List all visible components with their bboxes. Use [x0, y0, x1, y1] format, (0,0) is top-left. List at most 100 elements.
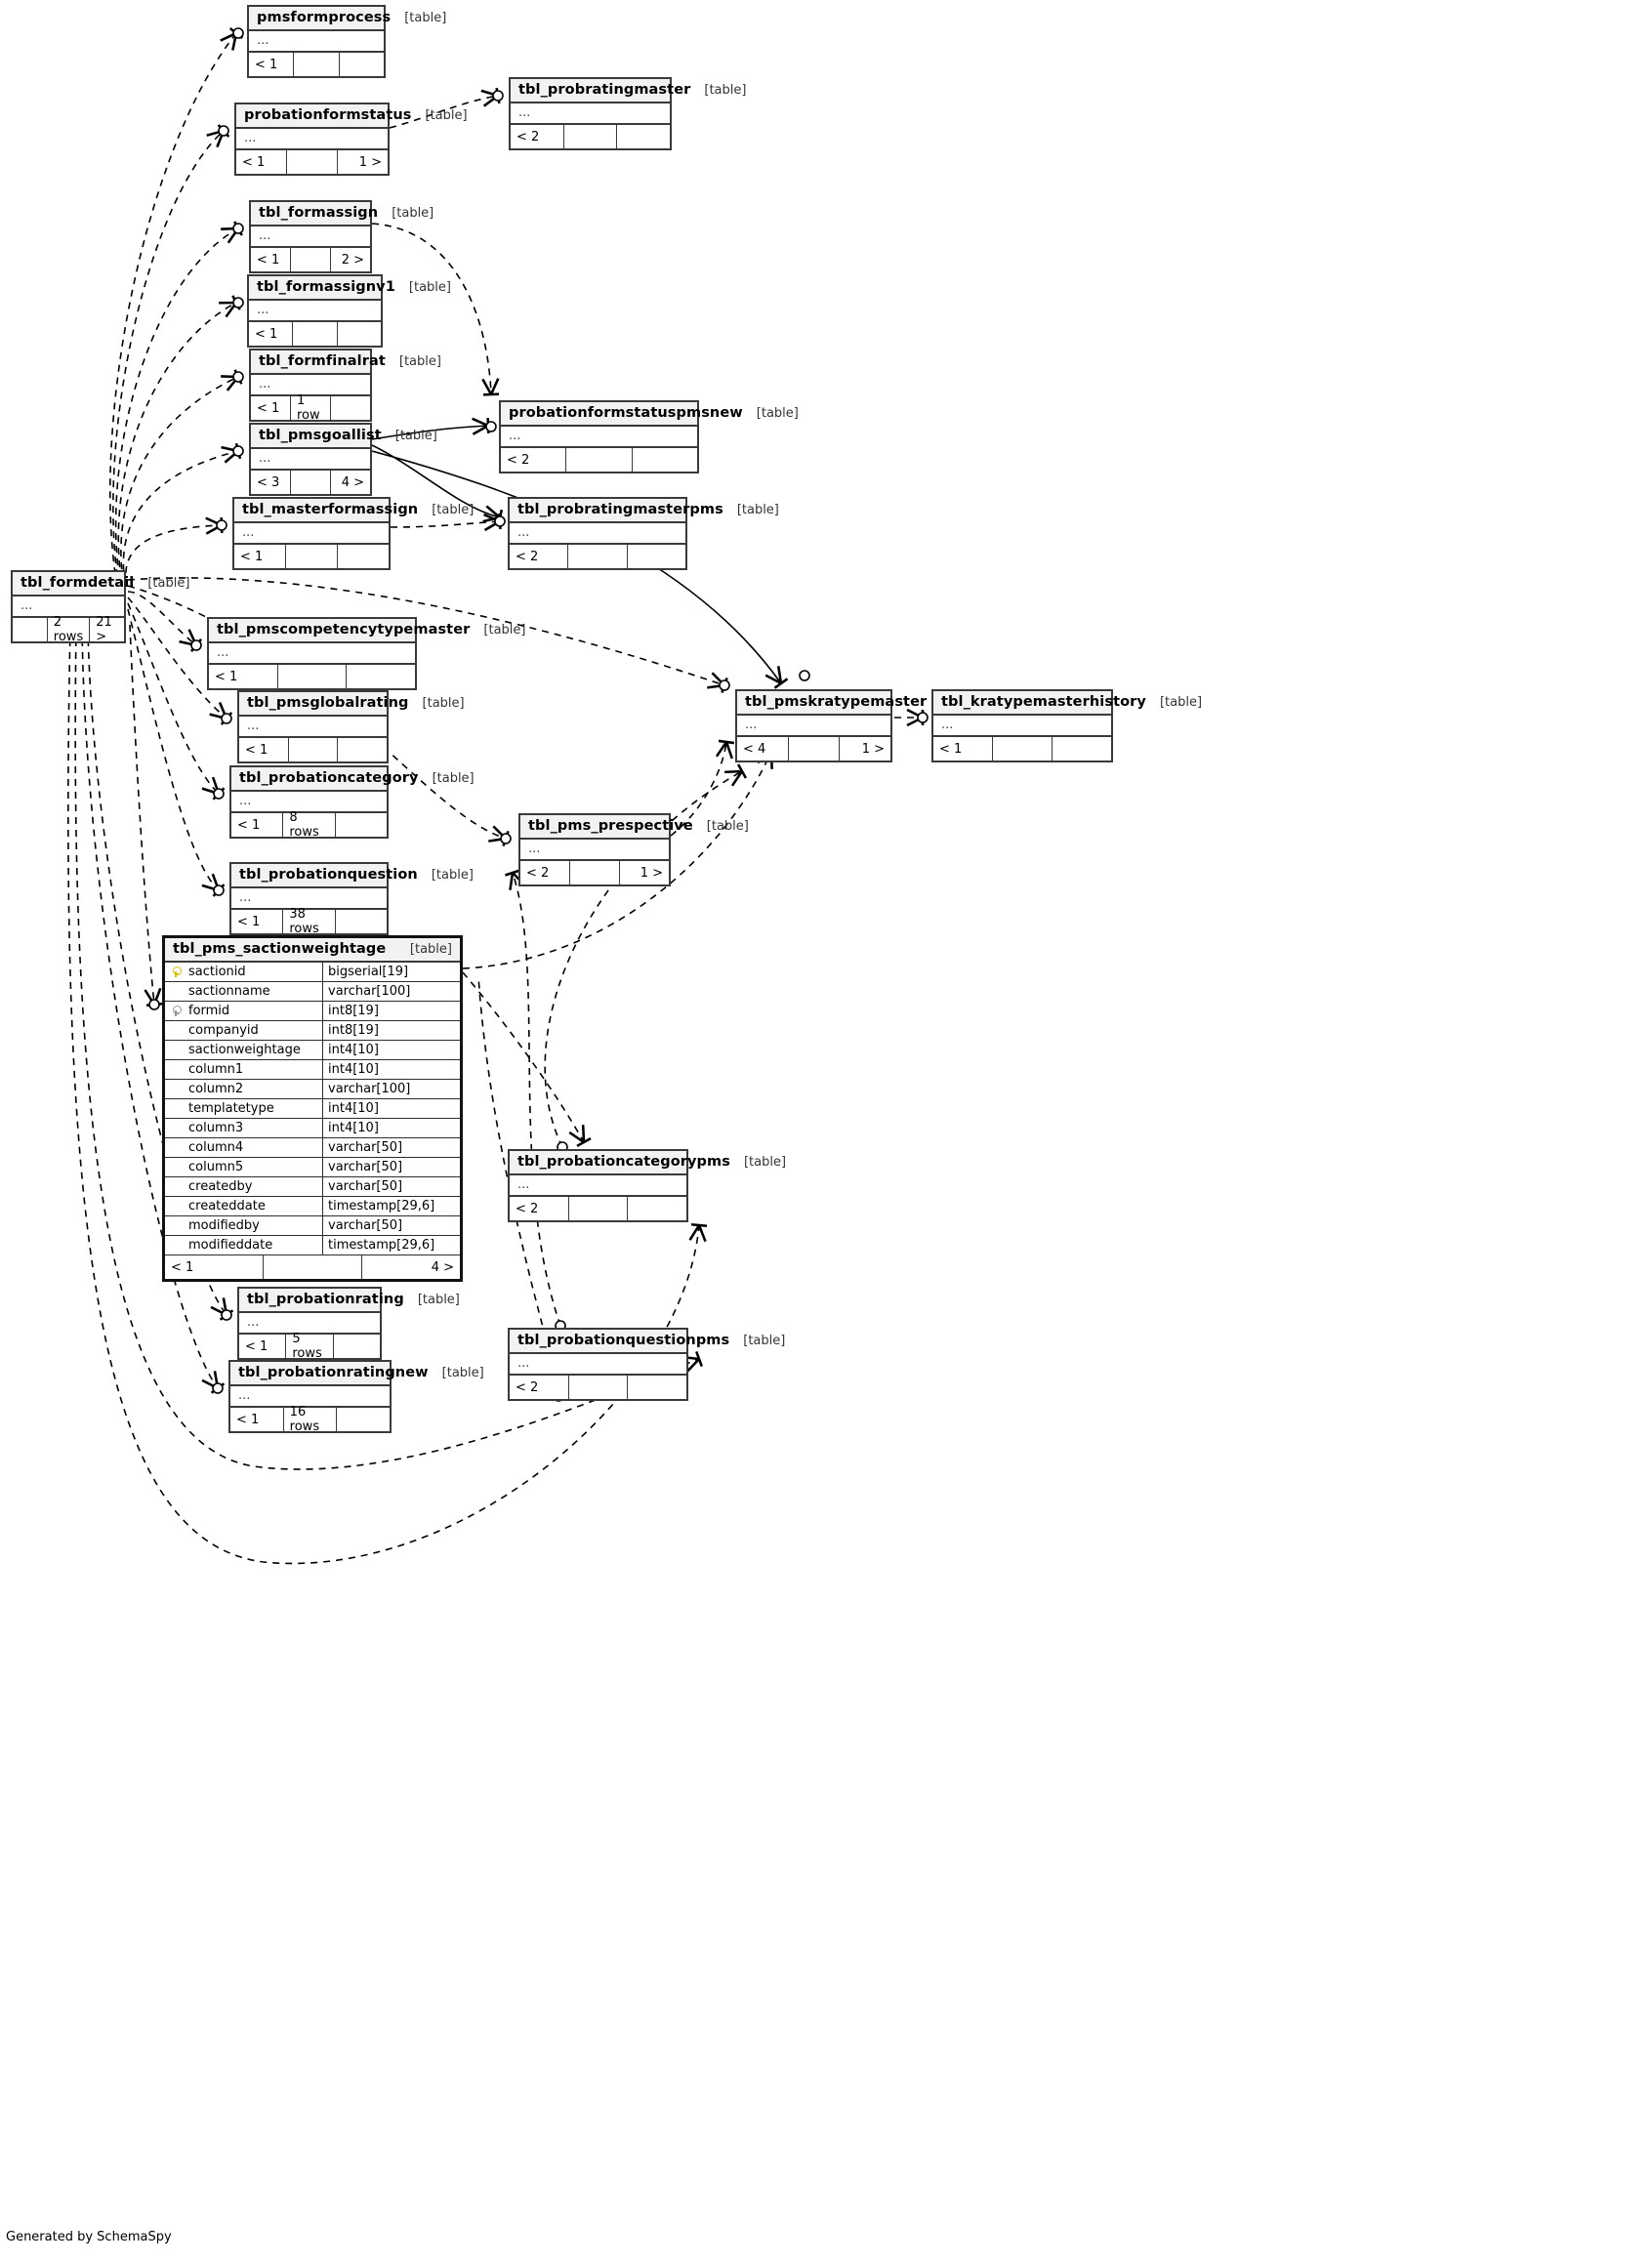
- table-type-tag: [table]: [417, 1292, 460, 1307]
- column-key-cell: [165, 1002, 186, 1020]
- table-header: tbl_pmsglobalrating[table]: [239, 692, 465, 717]
- column-name: sactionweightage: [188, 1043, 301, 1057]
- table-footer: < 2: [511, 125, 670, 148]
- table-footer: < 1: [249, 53, 384, 76]
- table-name: tbl_probationratingnew: [238, 1365, 429, 1380]
- table-name: tbl_pmsgoallist: [259, 428, 382, 443]
- column-name: sactionid: [188, 965, 246, 979]
- table-node-tbl_probationquestionpms[interactable]: tbl_probationquestionpms[table]...< 2: [508, 1328, 785, 1401]
- table-header: probationformstatus[table]: [236, 104, 468, 129]
- footer-outbound-count: [633, 448, 697, 472]
- table-columns-collapsed: ...: [234, 523, 389, 545]
- footer-row-count: [568, 545, 628, 568]
- footer-inbound-count: < 2: [510, 545, 569, 568]
- table-name: tbl_probratingmasterpms: [517, 502, 723, 517]
- column-key-cell: [165, 1216, 186, 1235]
- column-type: varchar[50]: [322, 1158, 460, 1176]
- table-type-tag: [table]: [404, 10, 447, 25]
- footer-row-count: [291, 248, 331, 271]
- footer-outbound-count: [338, 545, 389, 568]
- table-footer: < 2: [510, 545, 685, 568]
- table-header: tbl_pmscompetencytypemaster[table]: [209, 619, 525, 643]
- footer-row-count: [789, 737, 841, 761]
- table-name: tbl_probationcategorypms: [517, 1154, 730, 1170]
- table-header: pmsformprocess [table]: [249, 7, 446, 31]
- table-type-tag: [table]: [392, 205, 434, 221]
- table-node-tbl_pmsglobalrating[interactable]: tbl_pmsglobalrating[table]...< 1: [237, 690, 465, 763]
- table-node-tbl_probratingmaster[interactable]: tbl_probratingmaster[table]...< 2: [509, 77, 746, 150]
- footer-outbound-count: [337, 1408, 390, 1431]
- column-type: timestamp[29,6]: [322, 1236, 460, 1254]
- table-footer: < 1: [249, 322, 381, 346]
- footer-inbound-count: < 4: [737, 737, 789, 761]
- footer-inbound-count: < 1: [933, 737, 993, 761]
- footer-outbound-count: [336, 910, 387, 933]
- column-type: timestamp[29,6]: [322, 1197, 460, 1215]
- table-columns-collapsed: ...: [251, 375, 370, 396]
- table-node-tbl_probratingmasterpms[interactable]: tbl_probratingmasterpms[table]...< 2: [508, 497, 779, 570]
- table-node-tbl_pmskratypemaster[interactable]: tbl_pmskratypemaster[table]...< 41 >: [735, 689, 982, 762]
- table-name: pmsformprocess: [257, 10, 392, 25]
- footer-row-count: [293, 322, 338, 346]
- table-footer: < 1: [933, 737, 1111, 761]
- footer-inbound-count: < 1: [239, 738, 289, 761]
- table-columns-collapsed: ...: [501, 427, 697, 448]
- collapsed-ellipsis: ...: [517, 1177, 530, 1192]
- footer-outbound-count: [331, 396, 370, 420]
- table-node-tbl_probationcategorypms[interactable]: tbl_probationcategorypms[table]...< 2: [508, 1149, 786, 1222]
- column-key-cell: [165, 1060, 186, 1079]
- table-node-tbl_masterformassign[interactable]: tbl_masterformassign[table]...< 1: [232, 497, 474, 570]
- collapsed-ellipsis: ...: [217, 645, 229, 660]
- footer-outbound-count: [1053, 737, 1111, 761]
- column-type: int8[19]: [322, 1021, 460, 1040]
- table-node-pmsformprocess[interactable]: pmsformprocess[table]...< 1: [247, 5, 446, 78]
- footer-inbound-count: < 2: [501, 448, 567, 472]
- column-name: companyid: [188, 1023, 259, 1038]
- table-name: tbl_formdetail: [21, 575, 135, 591]
- footer-inbound-count: < 1: [236, 150, 287, 174]
- footer-row-count: 1 row: [291, 393, 331, 423]
- footer-inbound-count: < 1: [249, 53, 295, 76]
- footer-row-count: 2 rows: [48, 615, 91, 644]
- column-type: int4[10]: [322, 1041, 460, 1059]
- table-node-tbl_pmscompetencytypemaster[interactable]: tbl_pmscompetencytypemaster[table]...< 1: [207, 617, 525, 690]
- collapsed-ellipsis: ...: [244, 131, 257, 145]
- table-columns-collapsed: ...: [511, 103, 670, 125]
- column-type: int4[10]: [322, 1099, 460, 1118]
- table-columns-collapsed: ...: [231, 888, 387, 910]
- column-type: varchar[100]: [322, 1080, 460, 1098]
- table-header: tbl_probationcategorypms [table]: [510, 1151, 786, 1175]
- table-node-tbl_formassignv1[interactable]: tbl_formassignv1[table]...< 1: [247, 274, 451, 348]
- footer-row-count: [264, 1255, 362, 1279]
- table-node-probationformstatuspmsnew[interactable]: probationformstatuspmsnew[table]...< 2: [499, 400, 799, 473]
- collapsed-ellipsis: ...: [239, 794, 252, 808]
- table-type-tag: [table]: [743, 1154, 787, 1170]
- table-type-tag: [table]: [483, 622, 526, 637]
- table-node-tbl_kratypemasterhistory[interactable]: tbl_kratypemasterhistory[table]...< 1: [931, 689, 1202, 762]
- table-name: tbl_probationquestion: [239, 867, 418, 883]
- table-name: tbl_formassign: [259, 205, 379, 221]
- table-columns-collapsed: ...: [231, 792, 387, 813]
- table-name: tbl_formfinalrat: [259, 353, 386, 369]
- table-node-tbl_pms_sactionweightage[interactable]: tbl_pms_sactionweightage [table] saction…: [162, 935, 463, 1282]
- table-columns-collapsed: ...: [510, 1175, 686, 1197]
- table-footer: < 1: [239, 738, 387, 761]
- collapsed-ellipsis: ...: [259, 377, 271, 391]
- footer-row-count: [287, 150, 338, 174]
